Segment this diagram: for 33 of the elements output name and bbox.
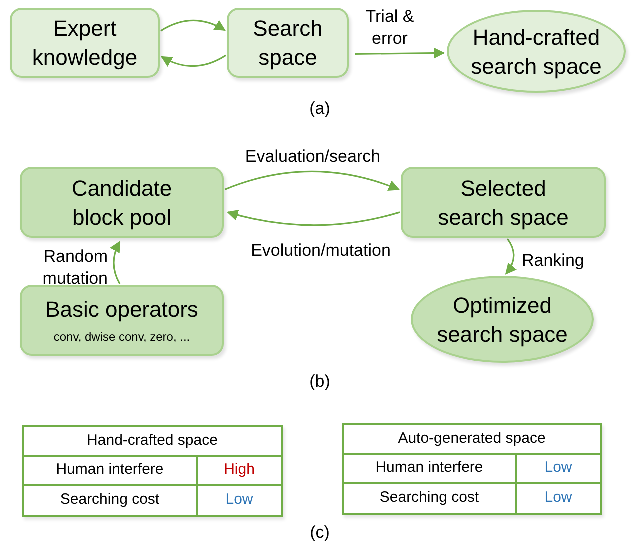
node-title: Search space [252, 15, 324, 72]
process-box [20, 285, 224, 356]
arrow [160, 20, 226, 32]
table-header: Hand-crafted space [87, 430, 218, 451]
process-box [20, 167, 224, 238]
table-cell-text: High [224, 460, 255, 480]
panel-label: (a) [308, 98, 332, 120]
table-cell-text: Human interfere [376, 458, 484, 478]
node-title: Expert knowledge [31, 15, 139, 72]
node-title: Selected search space [437, 174, 570, 232]
process-box [227, 8, 349, 78]
node-subtitle: conv, dwise conv, zero, ... [54, 329, 190, 346]
arrow [226, 210, 400, 226]
table-cell-text: Low [226, 490, 254, 510]
panel-label: (b) [308, 371, 332, 393]
table-header: Auto-generated space [398, 428, 546, 449]
table-cell-text: Low [544, 488, 572, 508]
node-title: Candidate block pool [70, 174, 174, 232]
arrow [161, 54, 226, 68]
arrow [110, 241, 121, 284]
arrow [355, 48, 446, 59]
table-cell-text: Searching cost [60, 490, 160, 510]
node-title: Hand-crafted search space [470, 24, 603, 80]
node-title: Basic operators [44, 296, 200, 324]
arrow [224, 170, 400, 192]
node-title: Optimized search space [436, 292, 569, 348]
process-box [401, 167, 606, 238]
panel-label: (c) [309, 522, 331, 544]
table-cell-text: Human interfere [56, 460, 164, 480]
table-cell-text: Searching cost [380, 488, 480, 508]
arrow [505, 238, 517, 275]
table-cell-text: Low [544, 458, 572, 478]
process-box [10, 8, 160, 78]
